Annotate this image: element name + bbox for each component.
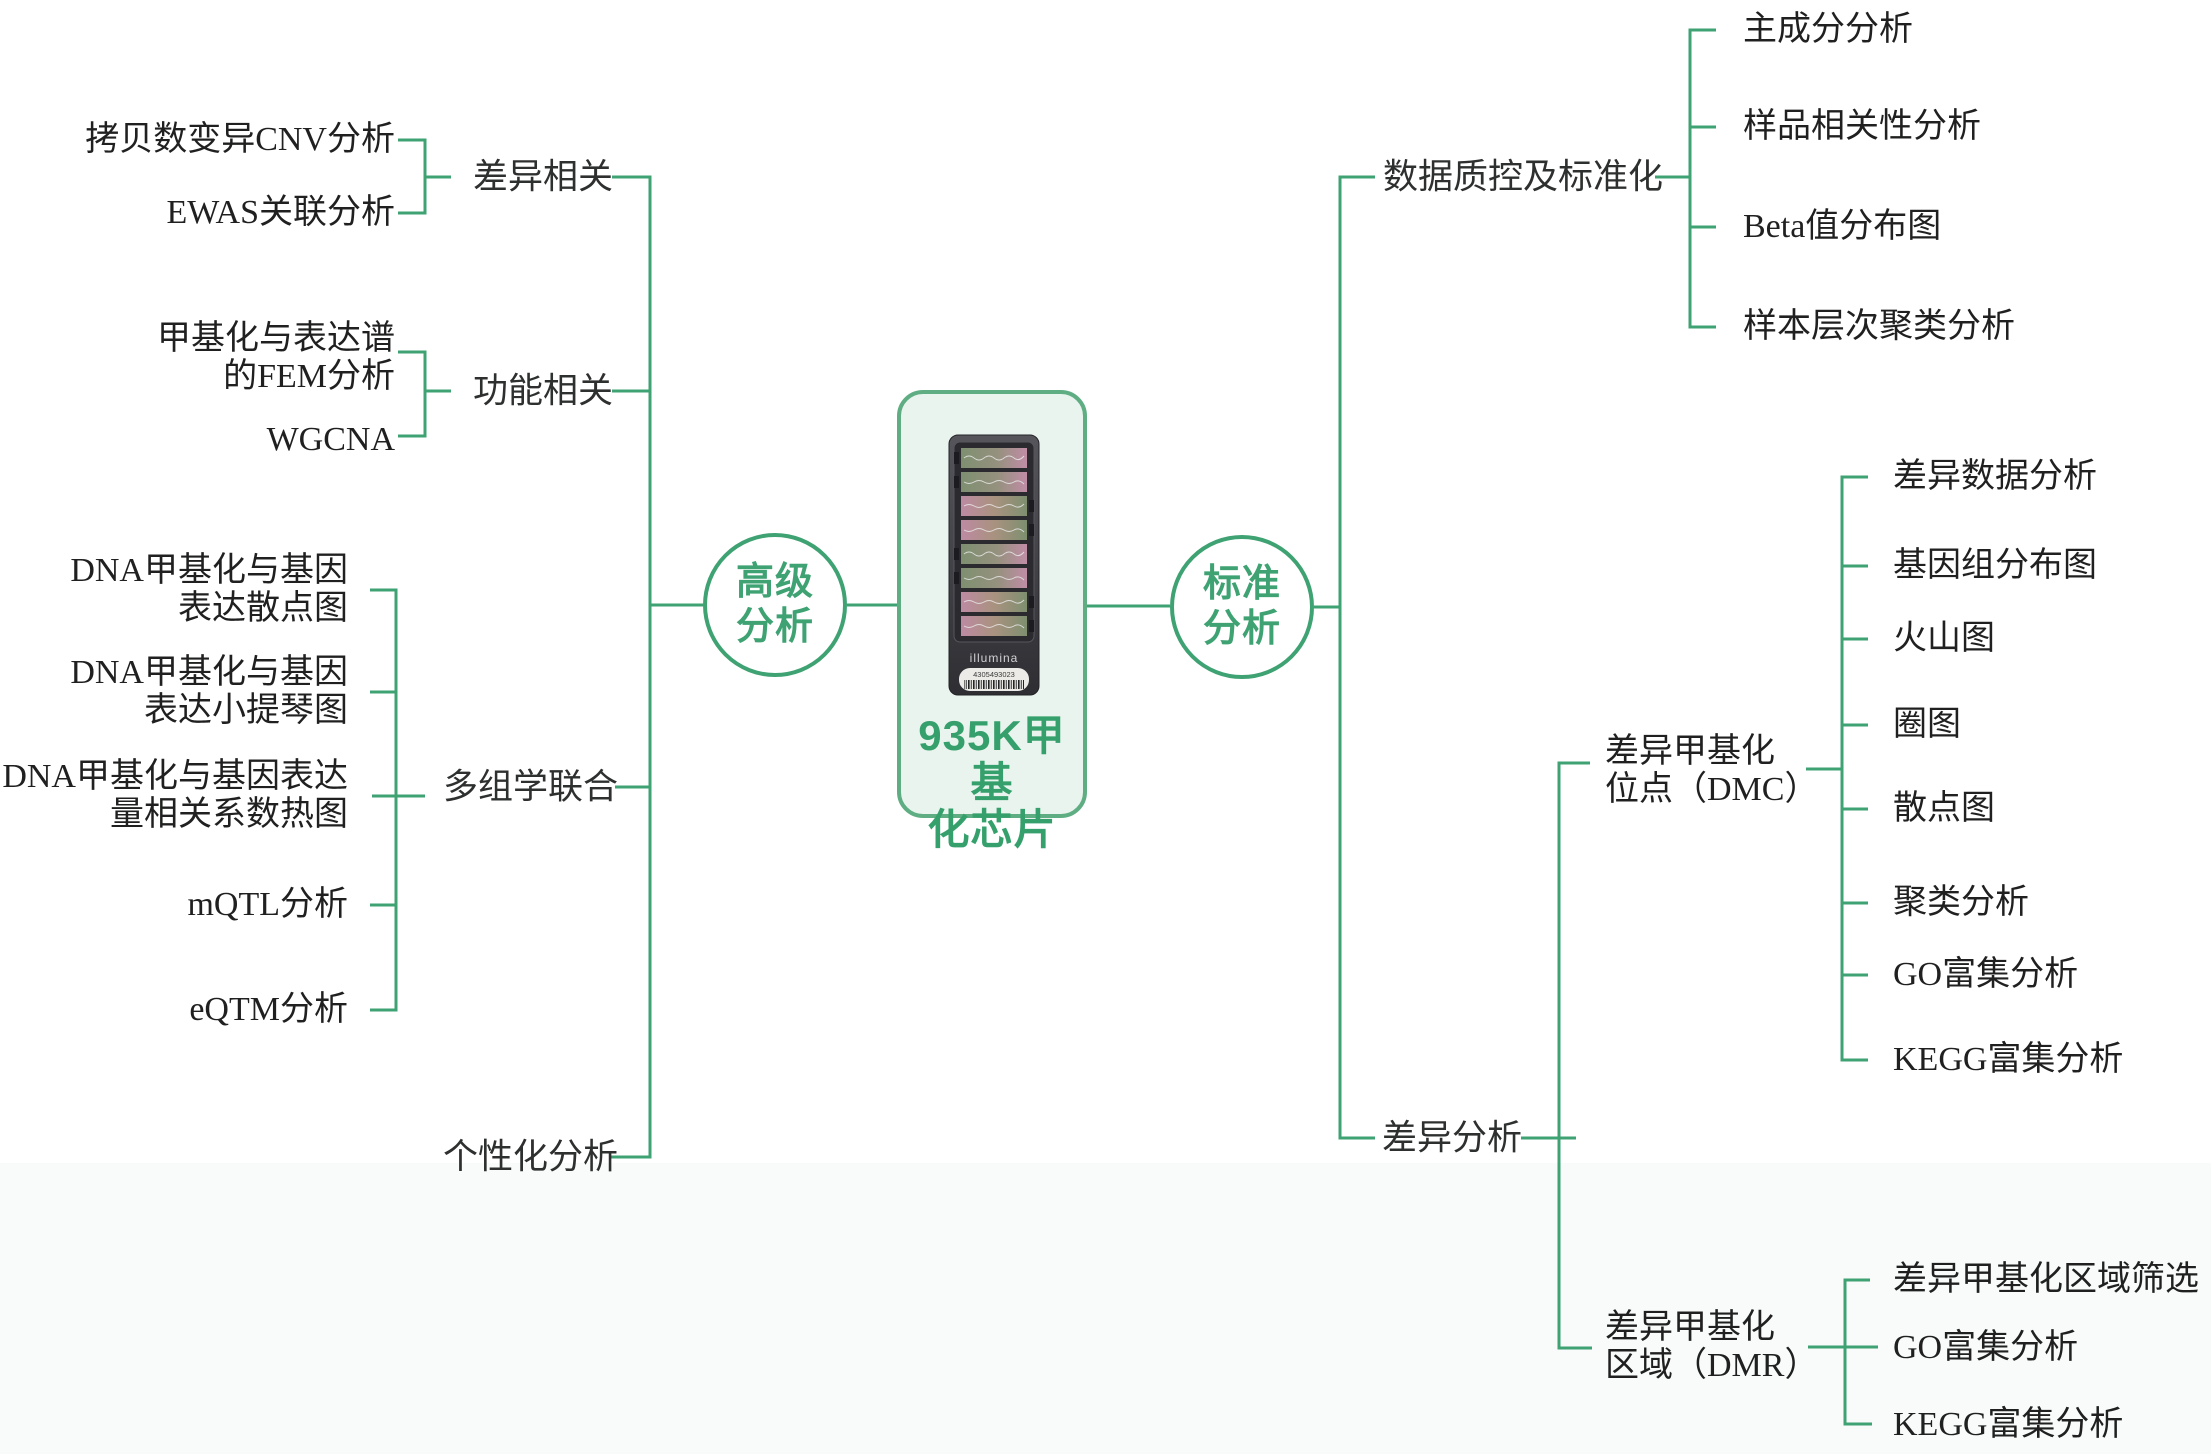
node-meth-expr-scatter: DNA甲基化与基因 表达散点图 — [70, 551, 348, 627]
right-trunk — [1338, 175, 1375, 1140]
node-eqtm-analysis: eQTM分析 — [189, 990, 348, 1028]
bracket-func-corr-children — [398, 350, 427, 438]
node-meth-expr-heatmap: DNA甲基化与基因表达 量相关系数热图 — [2, 757, 348, 833]
bottom-tint-band — [0, 1163, 2211, 1454]
node-dmc-kegg-enrichment: KEGG富集分析 — [1893, 1040, 2124, 1078]
branch-personalized: 个性化分析 — [443, 1137, 619, 1177]
node-genome-distribution: 基因组分布图 — [1893, 546, 2097, 584]
chip-illustration: illumina 4305493023 — [948, 434, 1040, 696]
branch-func-correlation: 功能相关 — [473, 371, 614, 411]
node-wgcna: WGCNA — [266, 420, 395, 458]
node-circos-plot: 圈图 — [1893, 705, 1961, 743]
node-ewas-analysis: EWAS关联分析 — [166, 193, 395, 231]
branch-diff-analysis: 差异分析 — [1382, 1118, 1523, 1158]
node-volcano-plot: 火山图 — [1893, 619, 1995, 657]
node-diff-data-analysis: 差异数据分析 — [1893, 457, 2097, 495]
node-sample-correlation: 样品相关性分析 — [1743, 107, 1981, 145]
bracket-dmc-dmr — [1557, 761, 1592, 1350]
node-cnv-analysis: 拷贝数变异CNV分析 — [85, 120, 395, 158]
node-dmr-kegg-enrichment: KEGG富集分析 — [1893, 1405, 2124, 1443]
node-dmc-go-enrichment: GO富集分析 — [1893, 955, 2079, 993]
bracket-diff-corr-children — [398, 138, 427, 215]
bracket-dmc-children — [1840, 475, 1868, 1062]
node-mqtl-analysis: mQTL分析 — [187, 885, 348, 923]
node-cluster-analysis: 聚类分析 — [1893, 883, 2029, 921]
hub-standard-analysis: 标准 分析 — [1170, 535, 1314, 679]
node-dmr-go-enrichment: GO富集分析 — [1893, 1328, 2079, 1366]
sample-strips — [954, 448, 1034, 636]
bracket-qc-children — [1688, 28, 1716, 329]
left-trunk — [610, 175, 652, 1159]
node-dmr-screening: 差异甲基化区域筛选 — [1893, 1260, 2199, 1298]
bracket-dmr-children — [1843, 1278, 1872, 1426]
node-sample-clustering: 样本层次聚类分析 — [1743, 307, 2015, 345]
barcode-bars — [964, 680, 1024, 689]
illumina-logo: illumina — [970, 651, 1019, 665]
hub-advanced-analysis: 高级 分析 — [703, 533, 847, 677]
barcode-number: 4305493023 — [973, 670, 1015, 679]
branch-qc-normalization: 数据质控及标准化 — [1383, 157, 1664, 197]
center-node-label: 935K甲基 化芯片 — [918, 712, 1066, 854]
node-beta-distribution: Beta值分布图 — [1743, 207, 1942, 245]
node-pca: 主成分分析 — [1743, 10, 1913, 48]
branch-dmr: 差异甲基化 区域（DMR） — [1605, 1308, 1819, 1384]
node-fem-analysis: 甲基化与表达谱 的FEM分析 — [157, 319, 395, 395]
node-meth-expr-violin: DNA甲基化与基因 表达小提琴图 — [70, 653, 348, 729]
branch-diff-correlation: 差异相关 — [473, 157, 614, 197]
bracket-multiomics-children — [370, 588, 398, 1012]
branch-dmc: 差异甲基化 位点（DMC） — [1605, 732, 1819, 808]
branch-multiomics: 多组学联合 — [443, 767, 619, 807]
node-scatter-plot: 散点图 — [1893, 789, 1995, 827]
center-node-935k-chip: illumina 4305493023 935K甲基 化芯片 — [897, 390, 1087, 853]
